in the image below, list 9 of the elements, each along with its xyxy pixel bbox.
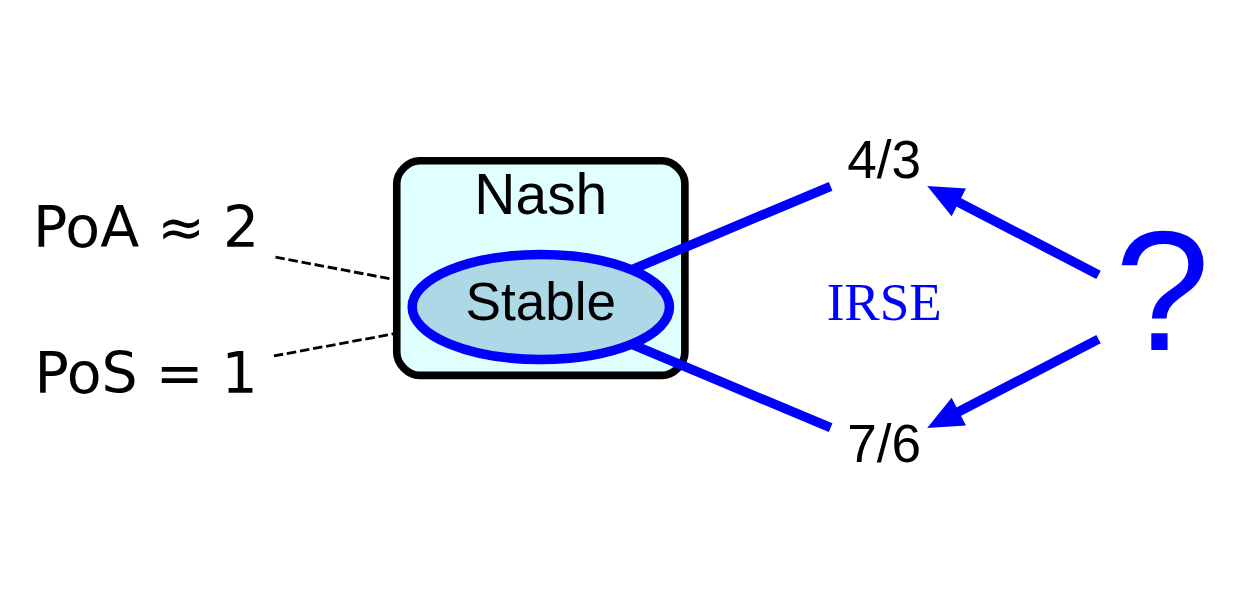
node-text: 7/6 <box>847 413 922 473</box>
arrow <box>927 185 1101 279</box>
arrow <box>927 334 1101 428</box>
node-text: PoA ≈ 2 <box>33 193 260 260</box>
node-text: 4/3 <box>847 129 922 189</box>
node-text: PoS = 1 <box>34 339 258 406</box>
node-text: IRSE <box>826 272 942 331</box>
node-text: ? <box>1114 194 1210 386</box>
node-ellipse: Stable <box>407 249 675 364</box>
